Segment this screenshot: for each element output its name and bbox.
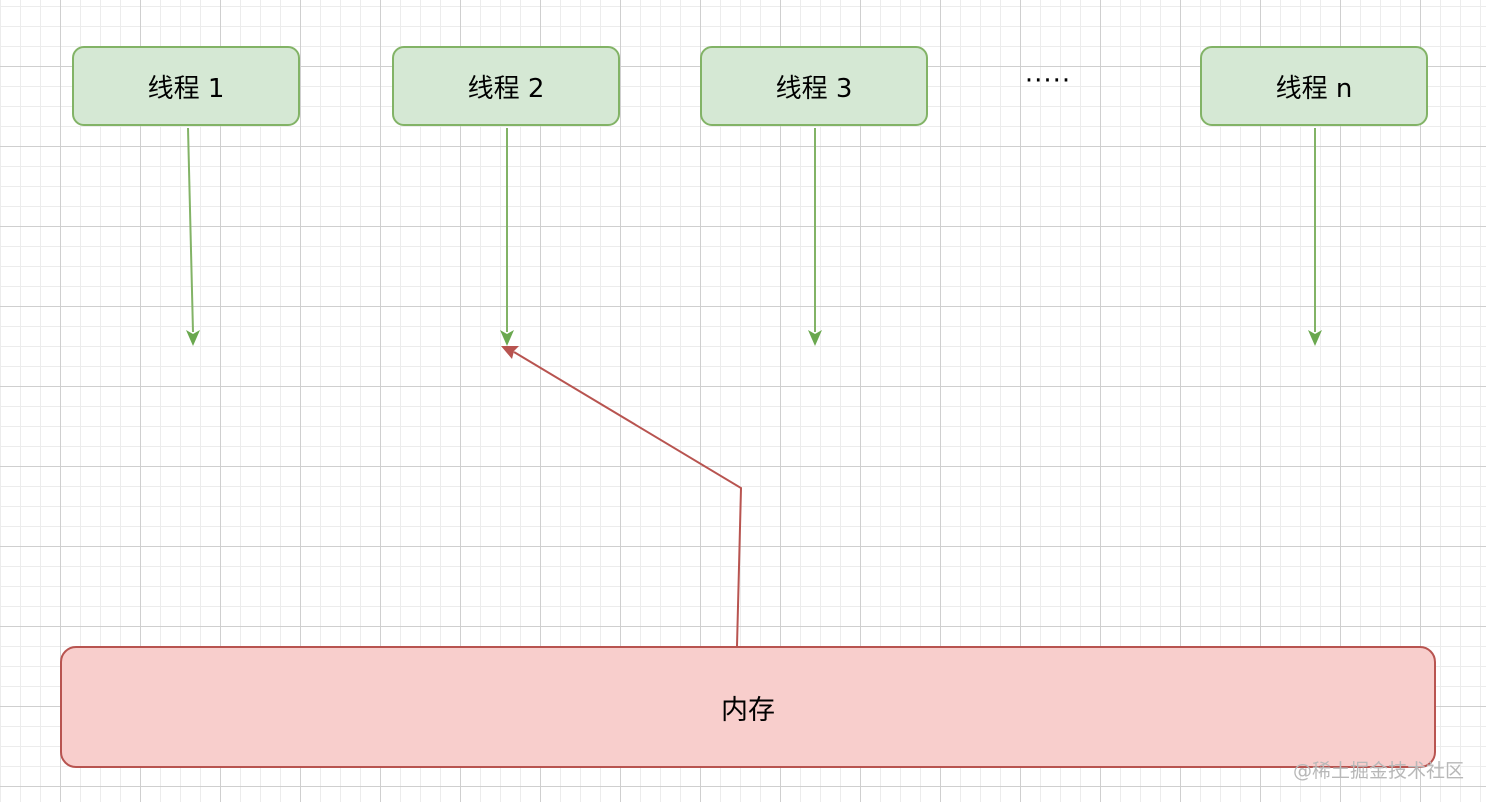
memory-box[interactable]: 内存 bbox=[60, 646, 1436, 768]
thread-n-box[interactable]: 线程 n bbox=[1200, 46, 1428, 126]
more-threads-ellipsis: ····· bbox=[1024, 66, 1072, 96]
memory-label: 内存 bbox=[721, 694, 775, 726]
thread-1-arrow bbox=[186, 127, 200, 346]
thread-n-label: 线程 n bbox=[1275, 73, 1353, 104]
thread-2-arrow bbox=[500, 128, 514, 346]
thread-1-box[interactable]: 线程 1 bbox=[72, 46, 300, 126]
thread-3-arrow bbox=[808, 128, 822, 346]
thread-1-label: 线程 1 bbox=[147, 73, 225, 104]
thread-2-box[interactable]: 线程 2 bbox=[392, 46, 620, 126]
thread-3-box[interactable]: 线程 3 bbox=[700, 46, 928, 126]
thread-3-label: 线程 3 bbox=[775, 73, 853, 104]
thread-2-label: 线程 2 bbox=[467, 73, 545, 104]
watermark: @稀土掘金技术社区 bbox=[1292, 760, 1464, 782]
memory-to-thread-2-arrow bbox=[501, 346, 743, 647]
thread-n-arrow bbox=[1308, 128, 1322, 346]
